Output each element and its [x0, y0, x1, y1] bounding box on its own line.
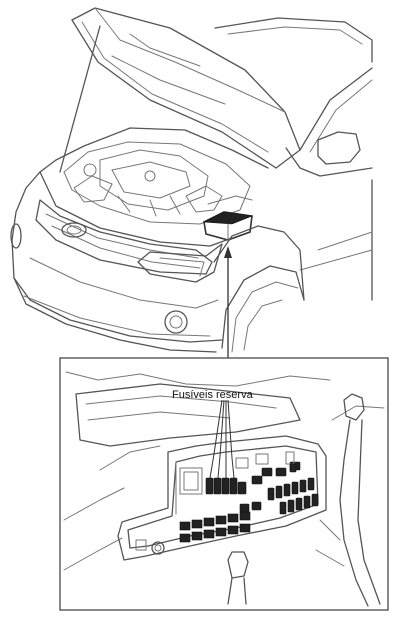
car-front	[10, 171, 233, 353]
fuse-box-on-car	[202, 211, 254, 241]
hood-prop-rod	[59, 25, 101, 173]
windshield	[214, 17, 373, 63]
emblem	[61, 222, 87, 238]
relay-grid	[179, 511, 251, 543]
detail-inset	[59, 357, 389, 611]
side-mirror	[317, 131, 361, 165]
grille	[35, 199, 213, 275]
engine-bay	[39, 127, 269, 225]
spare-fuses-label: Fusíveis reserva	[172, 389, 253, 401]
open-hood	[71, 7, 301, 169]
front-wheel	[213, 225, 305, 353]
fuse-box-detail	[117, 435, 327, 561]
spare-fuses	[205, 477, 238, 495]
car-illustration	[10, 7, 373, 353]
headlight	[137, 243, 223, 283]
fuse-array	[237, 461, 319, 515]
leader-arrow	[224, 246, 232, 358]
spare-fuse-leaders	[209, 399, 235, 479]
fog-lamp	[164, 310, 188, 334]
